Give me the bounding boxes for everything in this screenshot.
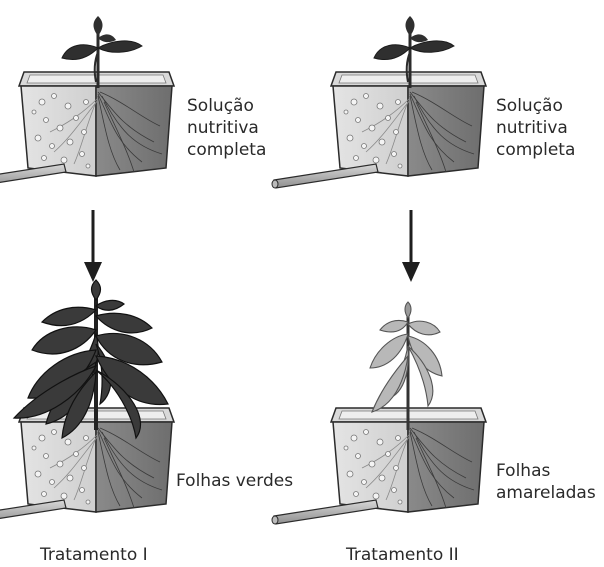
label-top-right: Solução nutritiva completa bbox=[496, 95, 575, 161]
label-top-right-line2: nutritiva bbox=[496, 118, 568, 138]
right-arrow bbox=[402, 210, 420, 282]
label-top-right-line3: completa bbox=[496, 140, 576, 160]
bottom-right-plant-yellowed-leaves bbox=[369, 301, 443, 430]
label-top-right-line1: Solução bbox=[496, 96, 563, 116]
bottom-left-plant-green-leaves bbox=[12, 279, 169, 440]
label-bottom-right: Folhas amareladas bbox=[496, 460, 596, 504]
caption-treatment-1: Tratamento I bbox=[40, 545, 148, 565]
label-bottom-right-line1: Folhas bbox=[496, 461, 551, 481]
caption-treatment-2: Tratamento II bbox=[346, 545, 459, 565]
left-arrow bbox=[84, 210, 102, 282]
label-bottom-right-line2: amareladas bbox=[496, 483, 596, 503]
label-top-left-line1: Solução bbox=[187, 96, 254, 116]
bottom-left-container bbox=[0, 407, 175, 525]
label-top-left-line2: nutritiva bbox=[187, 118, 259, 138]
label-bottom-left: Folhas verdes bbox=[176, 470, 293, 492]
label-bottom-left-line1: Folhas verdes bbox=[176, 471, 294, 491]
label-top-left-line3: completa bbox=[187, 140, 267, 160]
top-left-container bbox=[0, 14, 175, 189]
label-top-left: Solução nutritiva completa bbox=[187, 95, 266, 161]
bottom-right-container bbox=[271, 407, 487, 525]
top-right-container bbox=[271, 14, 487, 189]
